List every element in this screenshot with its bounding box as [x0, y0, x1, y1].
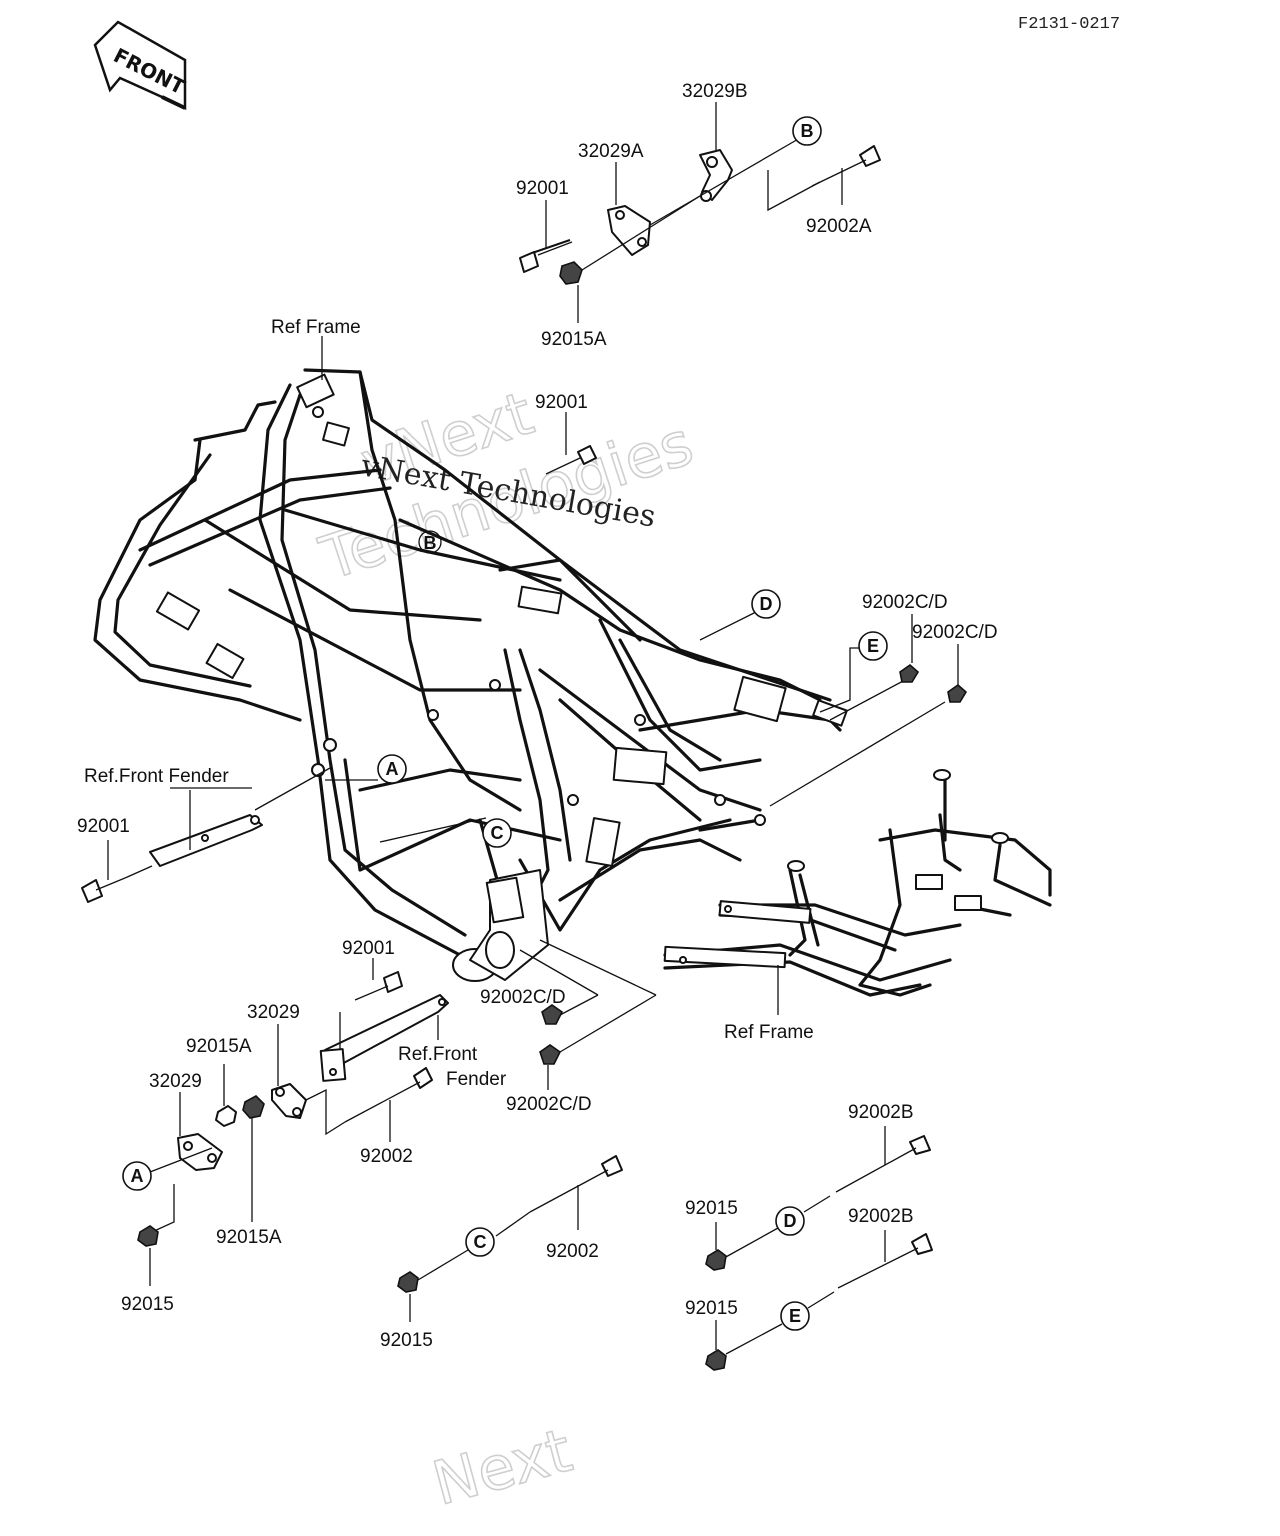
- watermark-bottom: Next: [426, 1416, 579, 1520]
- label-32029-a: 32029: [149, 1071, 202, 1092]
- rear-frame-illustration: [663, 769, 1052, 997]
- label-92002cd-1: 92002C/D: [862, 592, 948, 613]
- ref-marker-c-low: C: [465, 1227, 495, 1257]
- svg-text:D: D: [784, 1211, 797, 1231]
- svg-text:A: A: [131, 1166, 144, 1186]
- label-32029a: 32029A: [578, 141, 644, 162]
- label-92001-mid: 92001: [535, 392, 588, 413]
- label-ref-front-fender-low-1: Ref.Front: [398, 1044, 478, 1065]
- ref-marker-e-frame: E: [858, 631, 888, 661]
- document-code: F2131-0217: [1018, 15, 1120, 34]
- svg-text:E: E: [867, 636, 879, 656]
- svg-text:B: B: [801, 121, 814, 141]
- lower-left-assembly: [137, 958, 449, 1286]
- label-32029b: 32029B: [682, 81, 748, 102]
- label-92015-r1: 92015: [685, 1198, 738, 1219]
- label-92002-a: 92002: [360, 1146, 413, 1167]
- svg-text:C: C: [474, 1232, 487, 1252]
- label-92001-left: 92001: [77, 816, 130, 837]
- label-92002cd-2: 92002C/D: [912, 622, 998, 643]
- label-92002a: 92002A: [806, 216, 872, 237]
- svg-text:E: E: [789, 1306, 801, 1326]
- ref-marker-b-top: B: [792, 116, 822, 146]
- ref-marker-d-low: D: [775, 1206, 805, 1236]
- ref-marker-e-low: E: [780, 1301, 810, 1331]
- label-92002b-1: 92002B: [848, 1102, 914, 1123]
- svg-text:A: A: [386, 759, 399, 779]
- svg-text:D: D: [760, 594, 773, 614]
- label-92001-top: 92001: [516, 178, 569, 199]
- label-92002b-2: 92002B: [848, 1206, 914, 1227]
- label-ref-front-fender-left: Ref.Front Fender: [84, 766, 229, 787]
- ref-marker-b-frame: B: [424, 533, 437, 553]
- label-92015-left: 92015: [121, 1294, 174, 1315]
- label-92001-low: 92001: [342, 938, 395, 959]
- label-ref-front-fender-low-2: Fender: [446, 1069, 507, 1090]
- ref-marker-a-low: A: [122, 1161, 152, 1191]
- label-32029-b: 32029: [247, 1002, 300, 1023]
- label-ref-frame-right: Ref Frame: [724, 1022, 814, 1043]
- leader-lines: [81, 336, 968, 1090]
- top-bracket-assembly: [519, 102, 881, 323]
- frame-illustration: [93, 368, 848, 982]
- front-arrow-icon: FRONT: [93, 20, 189, 110]
- ref-marker-a-frame: A: [377, 754, 407, 784]
- label-92015a-low-1: 92015A: [186, 1036, 252, 1057]
- label-92002cd-3: 92002C/D: [480, 987, 566, 1008]
- svg-text:B: B: [424, 533, 437, 553]
- svg-text:C: C: [491, 823, 504, 843]
- label-92015-r2: 92015: [685, 1298, 738, 1319]
- lower-right-fasteners: [397, 1126, 933, 1371]
- label-92015a-top: 92015A: [541, 329, 607, 350]
- label-92002cd-4: 92002C/D: [506, 1094, 592, 1115]
- label-92002-b: 92002: [546, 1241, 599, 1262]
- ref-marker-c-frame: C: [482, 818, 512, 848]
- label-92015a-low-2: 92015A: [216, 1227, 282, 1248]
- label-92015-mid: 92015: [380, 1330, 433, 1351]
- ref-marker-d-frame: D: [751, 589, 781, 619]
- label-ref-frame-top: Ref Frame: [271, 317, 361, 338]
